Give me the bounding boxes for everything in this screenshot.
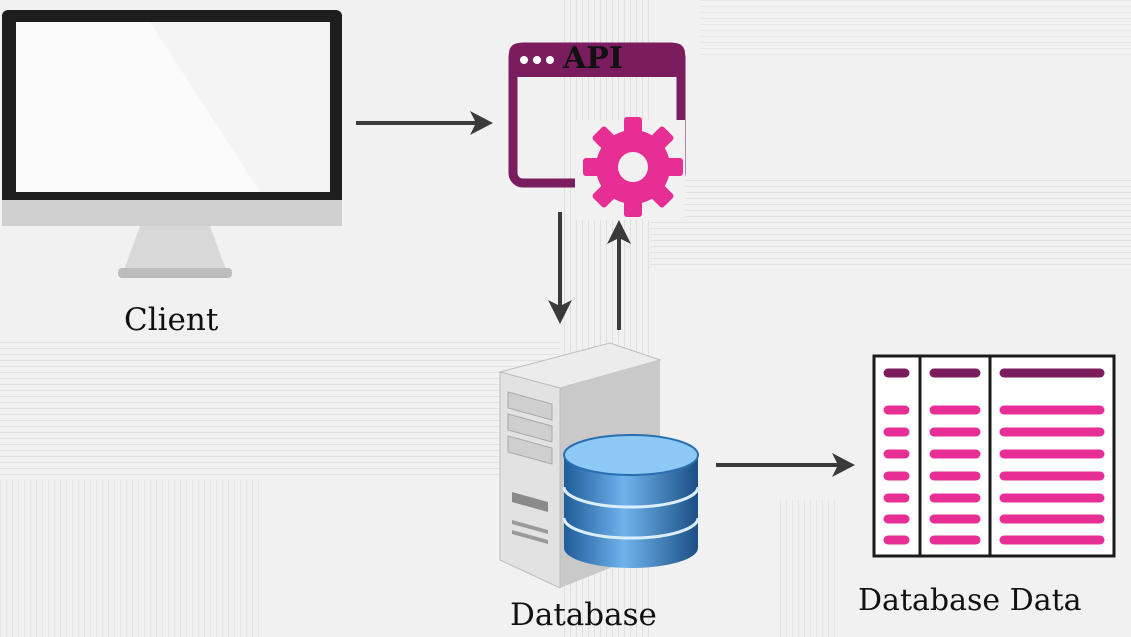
client-label: Client: [124, 302, 219, 338]
database-data-label: Database Data: [858, 583, 1082, 618]
database-label: Database: [510, 597, 657, 633]
api-label: API: [563, 41, 623, 76]
